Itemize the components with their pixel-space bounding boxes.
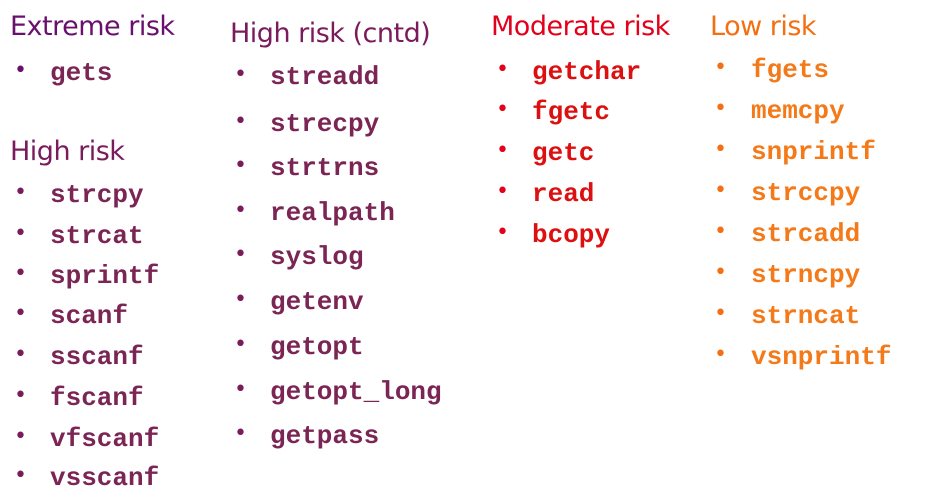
function-name: getchar	[532, 57, 642, 87]
function-name: fgets	[751, 55, 830, 85]
function-name: scanf	[50, 301, 129, 331]
function-name: getenv	[270, 287, 364, 317]
function-name: strncat	[751, 301, 861, 331]
bullet-icon: •	[714, 137, 727, 162]
function-name: getc	[532, 138, 595, 168]
function-name: syslog	[270, 242, 364, 272]
function-name: fscanf	[50, 383, 144, 413]
low-risk-heading: Low risk	[710, 11, 817, 42]
function-name: strecpy	[270, 109, 380, 139]
function-name: sprintf	[50, 261, 160, 291]
function-name: vsnprintf	[751, 342, 892, 372]
function-name: streadd	[270, 62, 380, 92]
function-name: getopt	[270, 332, 364, 362]
function-name: memcpy	[751, 96, 845, 126]
bullet-icon: •	[234, 332, 247, 357]
bullet-icon: •	[14, 383, 27, 408]
bullet-icon: •	[14, 463, 27, 488]
bullet-icon: •	[234, 109, 247, 134]
function-name: snprintf	[751, 137, 876, 167]
function-name: strcpy	[50, 180, 144, 210]
bullet-icon: •	[234, 421, 247, 446]
bullet-icon: •	[234, 198, 247, 223]
bullet-icon: •	[14, 424, 27, 449]
function-name: realpath	[270, 198, 395, 228]
function-name: read	[532, 179, 595, 209]
bullet-icon: •	[496, 179, 509, 204]
bullet-icon: •	[714, 260, 727, 285]
bullet-icon: •	[14, 301, 27, 326]
function-name: vfscanf	[50, 424, 160, 454]
bullet-icon: •	[234, 377, 247, 402]
bullet-icon: •	[496, 97, 509, 122]
bullet-icon: •	[496, 57, 509, 82]
bullet-icon: •	[714, 55, 727, 80]
function-name: sscanf	[50, 342, 144, 372]
bullet-icon: •	[234, 62, 247, 87]
bullet-icon: •	[234, 287, 247, 312]
function-name: strncpy	[751, 260, 861, 290]
bullet-icon: •	[714, 96, 727, 121]
bullet-icon: •	[714, 342, 727, 367]
function-name: strccpy	[751, 178, 861, 208]
high-risk-cntd-heading: High risk (cntd)	[230, 18, 431, 49]
bullet-icon: •	[496, 220, 509, 245]
bullet-icon: •	[714, 301, 727, 326]
function-name: vsscanf	[50, 463, 160, 493]
bullet-icon: •	[14, 180, 27, 205]
bullet-icon: •	[14, 342, 27, 367]
bullet-icon: •	[14, 58, 27, 83]
high-risk-heading: High risk	[10, 136, 125, 167]
moderate-risk-heading: Moderate risk	[491, 11, 670, 42]
bullet-icon: •	[234, 153, 247, 178]
function-name: fgetc	[532, 97, 611, 127]
bullet-icon: •	[14, 261, 27, 286]
function-name: strcadd	[751, 219, 861, 249]
bullet-icon: •	[14, 221, 27, 246]
function-name: strcat	[50, 221, 144, 251]
bullet-icon: •	[714, 219, 727, 244]
bullet-icon: •	[234, 242, 247, 267]
bullet-icon: •	[714, 178, 727, 203]
function-name: getopt_long	[270, 377, 442, 407]
extreme-risk-heading: Extreme risk	[10, 11, 175, 42]
function-name: gets	[50, 58, 113, 88]
bullet-icon: •	[496, 138, 509, 163]
function-name: strtrns	[270, 153, 380, 183]
function-name: getpass	[270, 421, 380, 451]
function-name: bcopy	[532, 220, 611, 250]
